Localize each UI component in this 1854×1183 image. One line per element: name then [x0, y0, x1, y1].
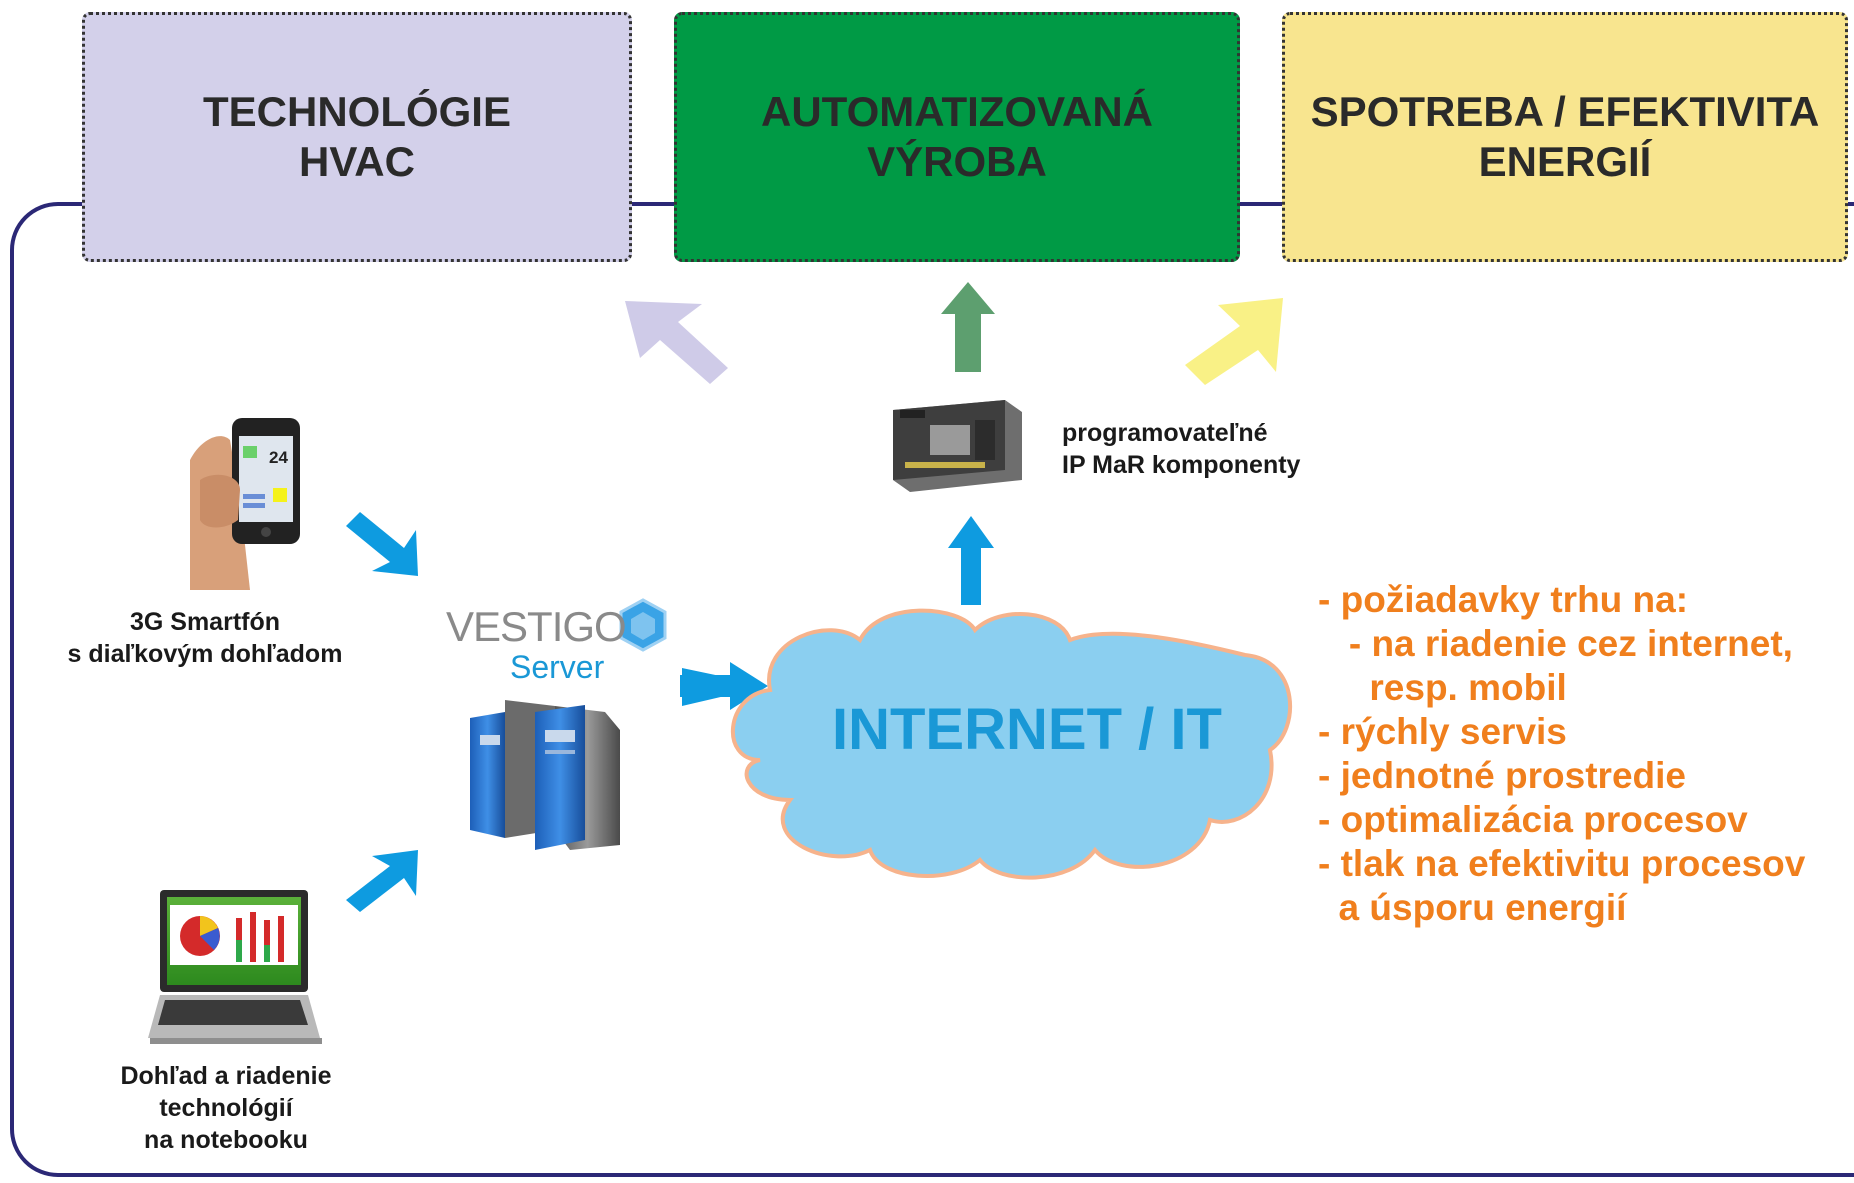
internet-cloud — [730, 608, 1292, 880]
arrow-to-hvac — [625, 301, 728, 384]
box-hvac-technologies: TECHNOLÓGIE HVAC — [82, 12, 632, 262]
arrow-cloud-to-plc — [948, 516, 994, 605]
requirement-item: - požiadavky trhu na: — [1318, 579, 1689, 620]
arrow-laptop-to-server — [346, 850, 418, 912]
arrow-server-to-cloud — [680, 662, 768, 710]
internet-cloud-label: INTERNET / IT — [832, 697, 1222, 762]
arrow-smartphone-to-server — [346, 512, 418, 576]
smartphone-screen-value: 24 — [269, 448, 288, 467]
requirement-item: - rýchly servis — [1318, 711, 1567, 752]
box-automated-production: AUTOMATIZOVANÁ VÝROBA — [674, 12, 1240, 262]
server-image — [470, 700, 620, 850]
arrow-to-energy — [1185, 298, 1283, 385]
requirement-item: - jednotné prostredie — [1318, 755, 1686, 796]
plc-device-image — [893, 400, 1022, 492]
requirement-item: resp. mobil — [1318, 667, 1567, 708]
vestigo-brand: VESTIGO — [446, 603, 627, 650]
smartphone-image — [190, 418, 300, 590]
box-energy-efficiency: SPOTREBA / EFEKTIVITA ENERGIÍ — [1282, 12, 1848, 262]
vestigo-logo-hexagon — [619, 598, 667, 652]
smartphone-caption: 3G Smartfón s diaľkovým dohľadom — [67, 608, 343, 668]
plc-label: programovateľné IP MaR komponenty — [1062, 419, 1301, 479]
requirement-item: - tlak na efektivitu procesov — [1318, 843, 1806, 884]
laptop-caption: Dohľad a riadenie technológií na noteboo… — [120, 1062, 332, 1154]
server-label: Server — [510, 649, 605, 685]
laptop-image — [148, 890, 322, 1044]
arrow-to-production — [941, 282, 995, 372]
requirement-item: - na riadenie cez internet, — [1318, 623, 1793, 664]
requirement-item: - optimalizácia procesov — [1318, 799, 1748, 840]
requirement-item: a úsporu energií — [1318, 887, 1627, 928]
requirements-list: - požiadavky trhu na: - na riadenie cez … — [1318, 578, 1805, 930]
